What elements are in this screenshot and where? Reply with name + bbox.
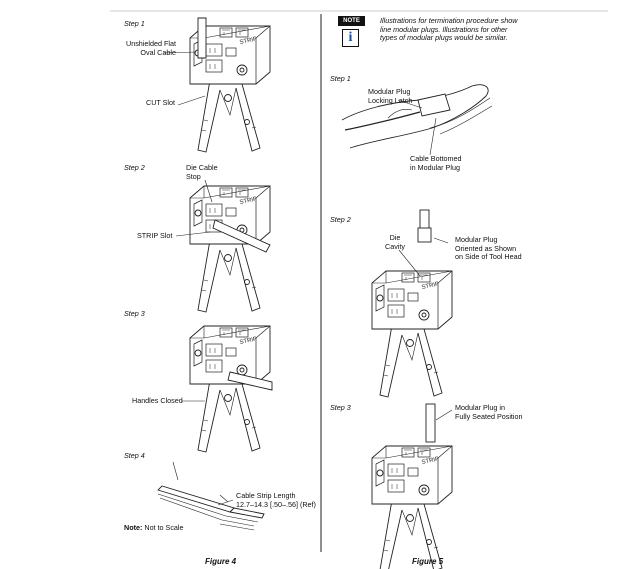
r-step-1-label: Step 1 <box>330 74 351 83</box>
figure-5-caption: Figure 5 <box>412 557 444 566</box>
step-4-label: Step 4 <box>124 451 145 460</box>
r-step-2-label: Step 2 <box>330 215 351 224</box>
fully-seated-label: Modular Plug in Fully Seated Position <box>455 403 523 421</box>
cut-slot-label: CUT Slot <box>146 98 176 107</box>
handles-closed-label: Handles Closed <box>132 396 183 405</box>
not-to-scale-note: Note: Not to Scale <box>124 523 184 533</box>
cable-strip-length-label: Cable Strip Length 12.7–14.3 [.50–.56] (… <box>236 491 316 509</box>
locking-latch-label: Modular Plug Locking Latch <box>368 87 413 105</box>
unshielded-cable-label: Unshielded Flat Oval Cable <box>126 39 176 57</box>
step-1-label: Step 1 <box>124 19 145 28</box>
plug-oriented-label: Modular Plug Oriented as Shown on Side o… <box>455 235 522 262</box>
step-2-label: Step 2 <box>124 163 145 172</box>
r-step-3-label: Step 3 <box>330 403 351 412</box>
die-cavity-label: Die Cavity <box>385 233 405 251</box>
info-icon: i <box>342 29 359 47</box>
note-text: Not to Scale <box>142 523 184 532</box>
note-bold: Note: <box>124 523 143 532</box>
strip-slot-label: STRIP Slot <box>137 231 173 240</box>
note-text: Illustrations for termination procedure … <box>380 16 518 43</box>
note-label: NOTE <box>338 16 365 26</box>
note-badge: NOTE i <box>338 16 365 51</box>
step-3-label: Step 3 <box>124 309 145 318</box>
die-cable-stop-label: Die Cable Stop <box>186 163 218 181</box>
cable-bottomed-label: Cable Bottomed in Modular Plug <box>410 154 462 172</box>
figure-4-caption: Figure 4 <box>205 557 237 566</box>
